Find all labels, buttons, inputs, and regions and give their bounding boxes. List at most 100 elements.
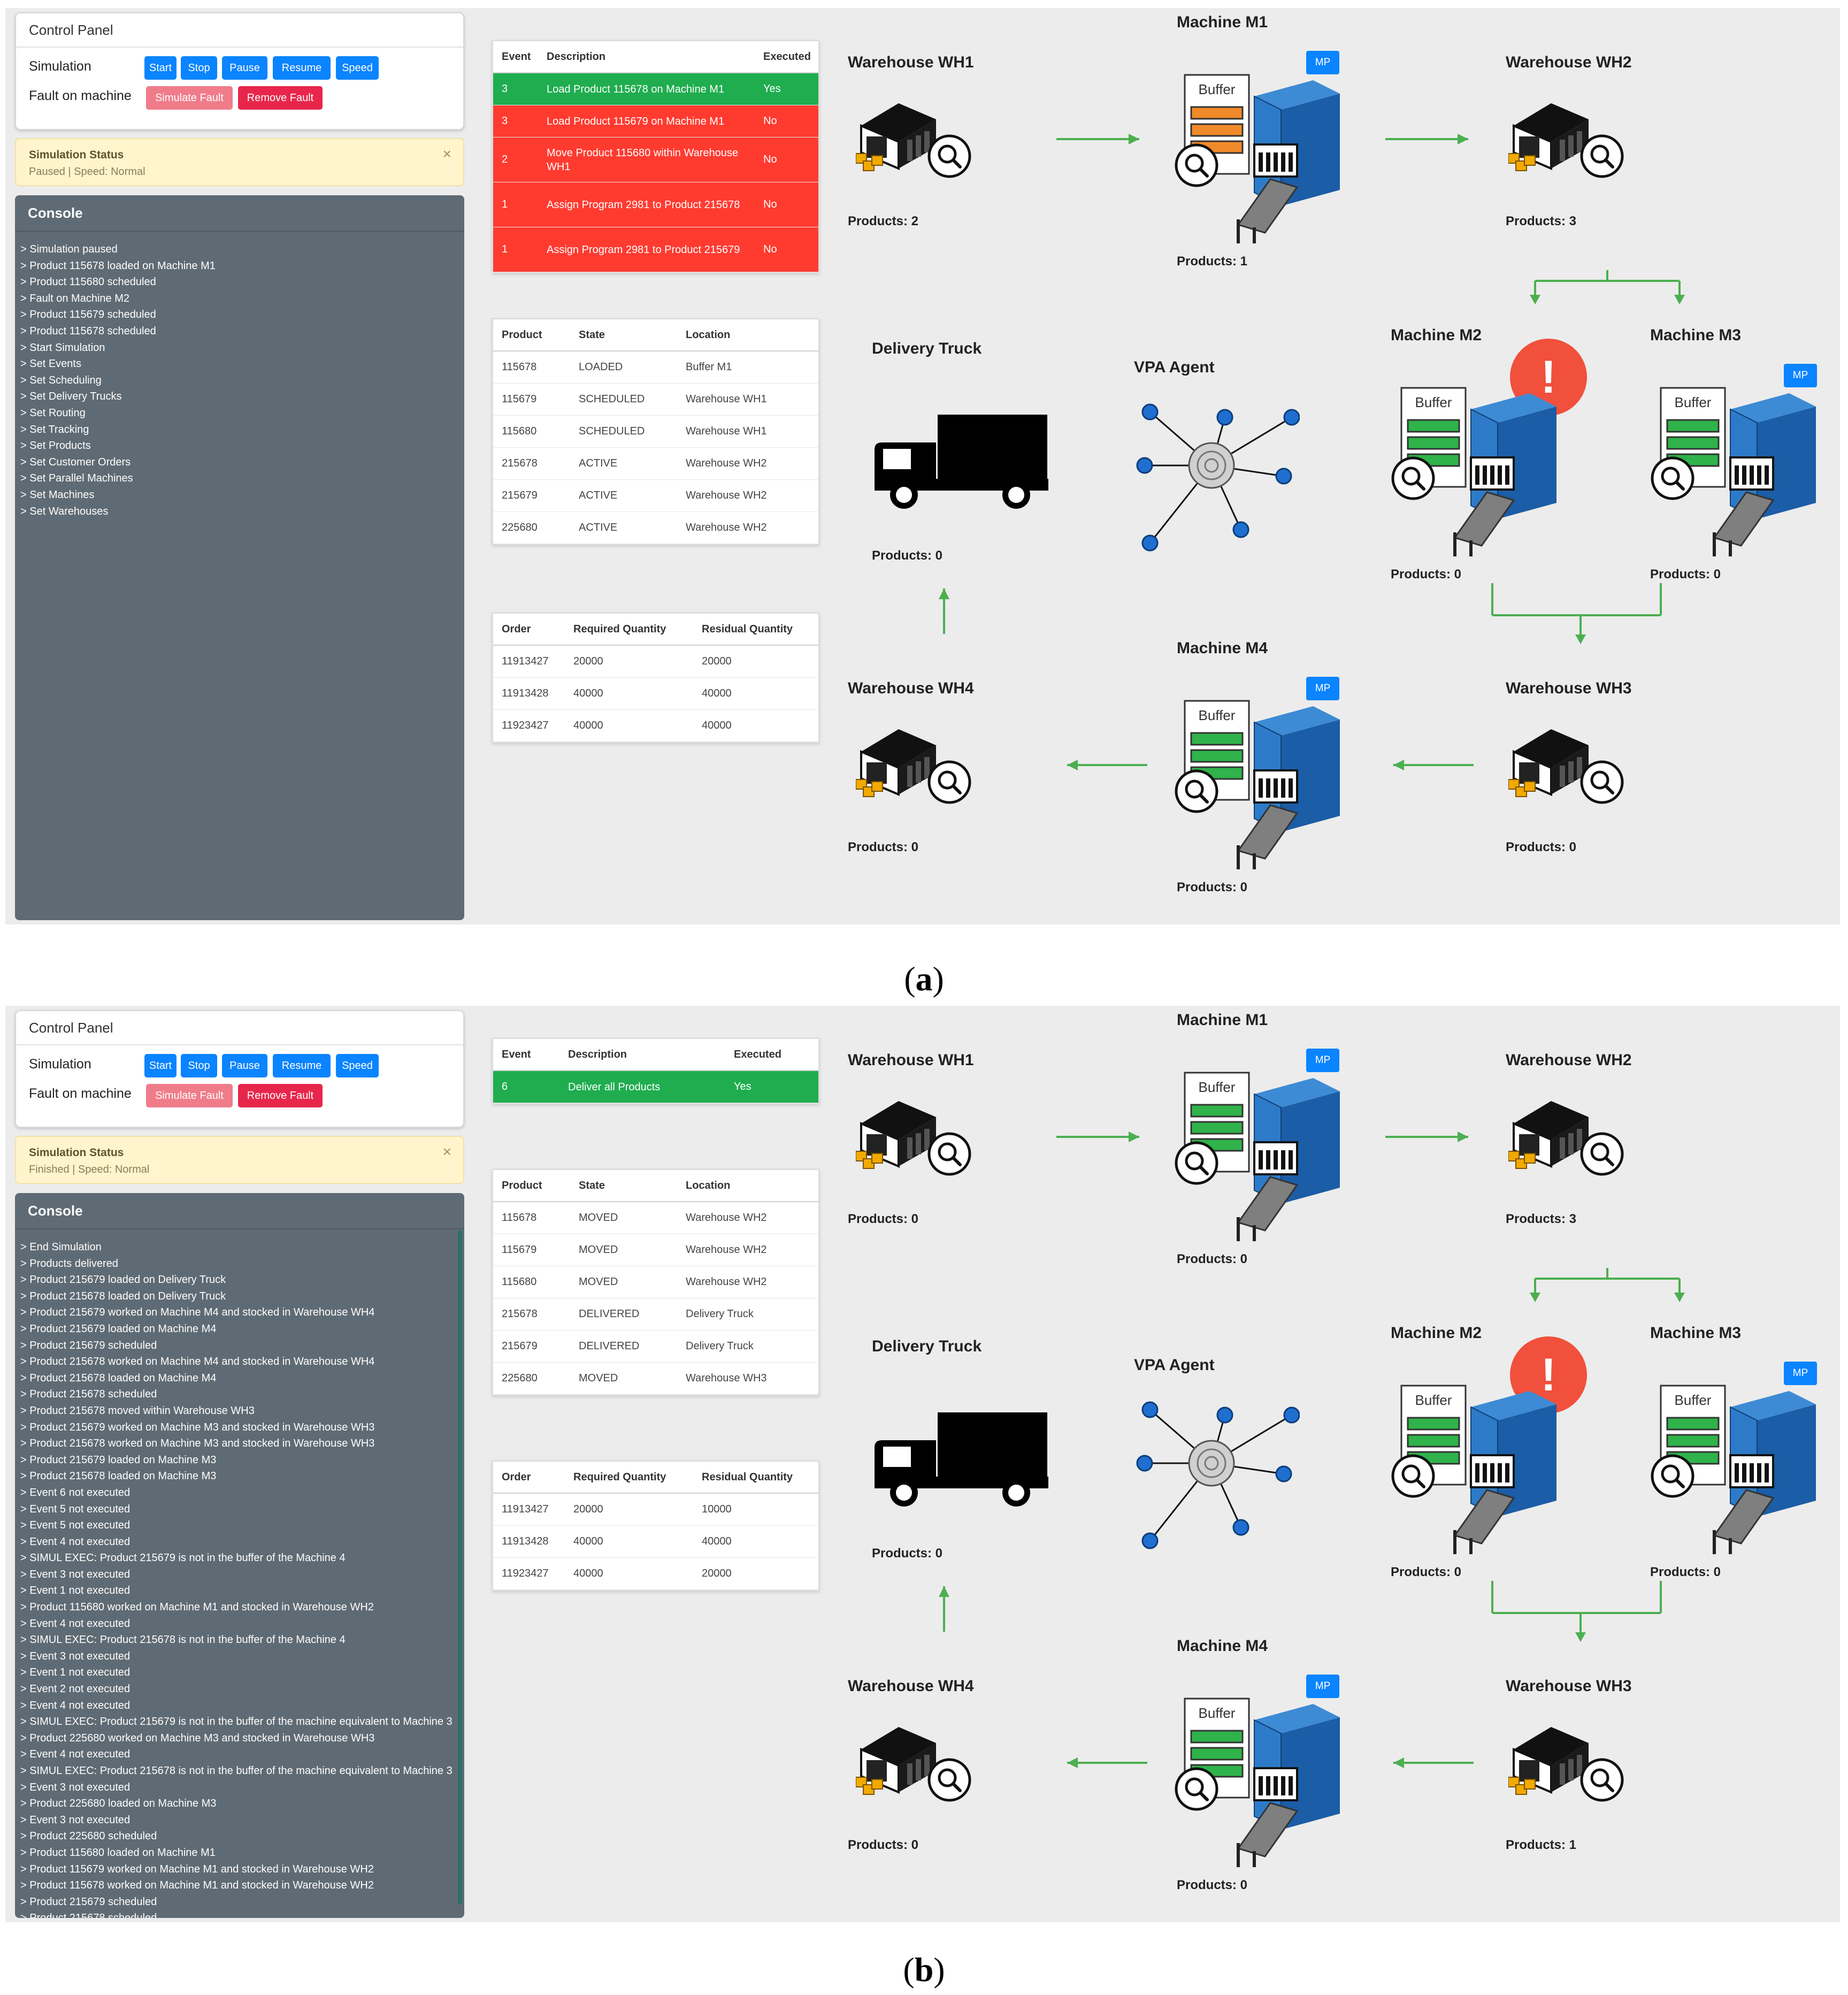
console-line: > Event 3 not executed bbox=[20, 1568, 131, 1580]
stop-button[interactable]: Stop bbox=[181, 1054, 217, 1077]
console-line: > Event 4 not executed bbox=[20, 1699, 131, 1711]
machine-m4-mp-badge[interactable]: MP bbox=[1306, 677, 1339, 700]
console-line: > Set Scheduling bbox=[20, 374, 102, 386]
machine-m2-buffer-label: Buffer bbox=[1415, 1392, 1452, 1408]
products-table-header-cell: Location bbox=[686, 1179, 731, 1191]
console-line: > SIMUL EXEC: Product 215678 is not in t… bbox=[20, 1765, 453, 1777]
machine-m4-products: Products: 0 bbox=[1177, 880, 1248, 895]
remove-fault-button[interactable]: Remove Fault bbox=[238, 86, 323, 110]
start-button[interactable]: Start bbox=[144, 56, 177, 80]
stop-button[interactable]: Stop bbox=[181, 56, 217, 80]
console-line: > Product 215678 loaded on Machine M4 bbox=[20, 1372, 217, 1384]
console-line: > Set Tracking bbox=[20, 423, 89, 435]
console-line: > Event 4 not executed bbox=[20, 1748, 131, 1761]
orders-table-header-cell: Required Quantity bbox=[573, 1471, 666, 1483]
machine-m3-mp-badge[interactable]: MP bbox=[1784, 364, 1817, 387]
products-table-header-cell: Product bbox=[502, 1179, 542, 1191]
console-line: > SIMUL EXEC: Product 215679 is not in t… bbox=[20, 1716, 453, 1728]
machine-m3-search-icon bbox=[1650, 1454, 1695, 1499]
machine-m3-title: Machine M3 bbox=[1650, 1324, 1742, 1342]
orders-table-cell: 11923427 bbox=[502, 720, 549, 731]
console-line: > Set Products bbox=[20, 440, 91, 452]
products-table-cell: Warehouse WH2 bbox=[686, 1276, 767, 1288]
pause-button[interactable]: Pause bbox=[222, 1054, 267, 1077]
products-table-cell: MOVED bbox=[579, 1372, 618, 1384]
machine-m2-buffer-label: Buffer bbox=[1415, 394, 1452, 410]
products-table-cell: 215678 bbox=[502, 457, 538, 469]
machine-m2-machine-icon: Buffer bbox=[1391, 1375, 1556, 1554]
console-line: > Event 3 not executed bbox=[20, 1781, 131, 1793]
events-table-cell: 3 bbox=[502, 115, 508, 127]
simulate-fault-button[interactable]: Simulate Fault bbox=[146, 1084, 233, 1107]
console-line: > Product 215679 loaded on Machine M3 bbox=[20, 1454, 217, 1466]
orders-table-cell: 20000 bbox=[702, 1568, 732, 1579]
warehouse-wh4-products: Products: 0 bbox=[848, 840, 919, 854]
vpa-agent-icon bbox=[1134, 1396, 1300, 1557]
orders-table-header-cell: Residual Quantity bbox=[702, 623, 793, 635]
console-line: > Product 225680 scheduled bbox=[20, 1830, 157, 1843]
machine-m1-products: Products: 0 bbox=[1177, 1252, 1248, 1266]
fault-alert-glyph: ! bbox=[1541, 1349, 1556, 1401]
simulate-fault-button[interactable]: Simulate Fault bbox=[146, 86, 233, 110]
delivery-truck-title: Delivery Truck bbox=[872, 1337, 982, 1355]
events-table-cell: Yes bbox=[734, 1081, 752, 1092]
close-status-button[interactable]: × bbox=[442, 146, 451, 162]
console-line: > Set Delivery Trucks bbox=[20, 391, 122, 403]
console-line: > Set Machines bbox=[20, 488, 95, 501]
console-line: > Event 4 not executed bbox=[20, 1535, 131, 1548]
speed-button[interactable]: Speed bbox=[336, 1054, 379, 1077]
machine-m2-search-icon bbox=[1391, 1454, 1436, 1499]
events-table-cell: 2 bbox=[502, 154, 508, 165]
products-table-cell: ACTIVE bbox=[579, 522, 618, 533]
console-line: > Product 215679 worked on Machine M3 an… bbox=[20, 1421, 375, 1433]
products-table-cell: 225680 bbox=[502, 1372, 538, 1384]
machine-m1-buffer-label: Buffer bbox=[1199, 1079, 1236, 1095]
pause-button[interactable]: Pause bbox=[222, 56, 267, 80]
warehouse-wh4-icon bbox=[855, 720, 947, 800]
resume-button[interactable]: Resume bbox=[273, 1054, 331, 1077]
orders-table-cell: 11923427 bbox=[502, 1568, 549, 1579]
machine-m3-mp-badge[interactable]: MP bbox=[1784, 1362, 1817, 1385]
resume-button[interactable]: Resume bbox=[273, 56, 331, 80]
console-panel: Console> End Simulation> Products delive… bbox=[15, 1193, 464, 1918]
events-table-header-cell: Event bbox=[502, 50, 531, 63]
flow-arrow-wh4-truck bbox=[933, 1576, 955, 1642]
products-table-header-cell: Location bbox=[686, 328, 731, 341]
products-table-cell: 215679 bbox=[502, 1340, 538, 1352]
console-line: > Product 215678 loaded on Delivery Truc… bbox=[20, 1290, 226, 1302]
machine-m2-search-icon bbox=[1391, 456, 1436, 501]
start-button[interactable]: Start bbox=[144, 1054, 177, 1077]
console-scrollbar[interactable] bbox=[458, 1230, 462, 1905]
speed-button[interactable]: Speed bbox=[336, 56, 379, 80]
warehouse-wh4-icon bbox=[855, 1717, 947, 1798]
machine-m1-mp-badge[interactable]: MP bbox=[1306, 1049, 1339, 1072]
machine-m3-products: Products: 0 bbox=[1650, 1565, 1721, 1579]
products-table-cell: 115678 bbox=[502, 1212, 537, 1224]
flow-arrow-wh3-m4 bbox=[1383, 1752, 1484, 1774]
warehouse-wh4-search-icon bbox=[927, 1757, 972, 1802]
machine-m4-title: Machine M4 bbox=[1177, 1637, 1268, 1655]
products-table-cell: 115680 bbox=[502, 425, 537, 437]
delivery-truck-title: Delivery Truck bbox=[872, 340, 982, 357]
remove-fault-button[interactable]: Remove Fault bbox=[238, 1084, 323, 1107]
machine-m4-mp-badge[interactable]: MP bbox=[1306, 1675, 1339, 1698]
warehouse-wh3-title: Warehouse WH3 bbox=[1506, 1677, 1632, 1695]
orders-table-cell: 11913428 bbox=[502, 1535, 549, 1547]
machine-m1-mp-badge[interactable]: MP bbox=[1306, 51, 1339, 74]
events-table-cell: 1 bbox=[502, 243, 508, 255]
console-line: > Product 215678 scheduled bbox=[20, 1910, 457, 1918]
caption-b: (b) bbox=[903, 1951, 945, 1989]
products-table-cell: MOVED bbox=[579, 1212, 618, 1224]
orders-table-cell: 20000 bbox=[573, 655, 603, 667]
events-table-cell: No bbox=[763, 154, 777, 165]
console-log: > End Simulation> Products delivered> Pr… bbox=[20, 1239, 457, 1918]
close-status-button[interactable]: × bbox=[442, 1143, 451, 1160]
console-line: > End Simulation bbox=[20, 1241, 102, 1253]
fault-alert-glyph: ! bbox=[1541, 351, 1556, 403]
